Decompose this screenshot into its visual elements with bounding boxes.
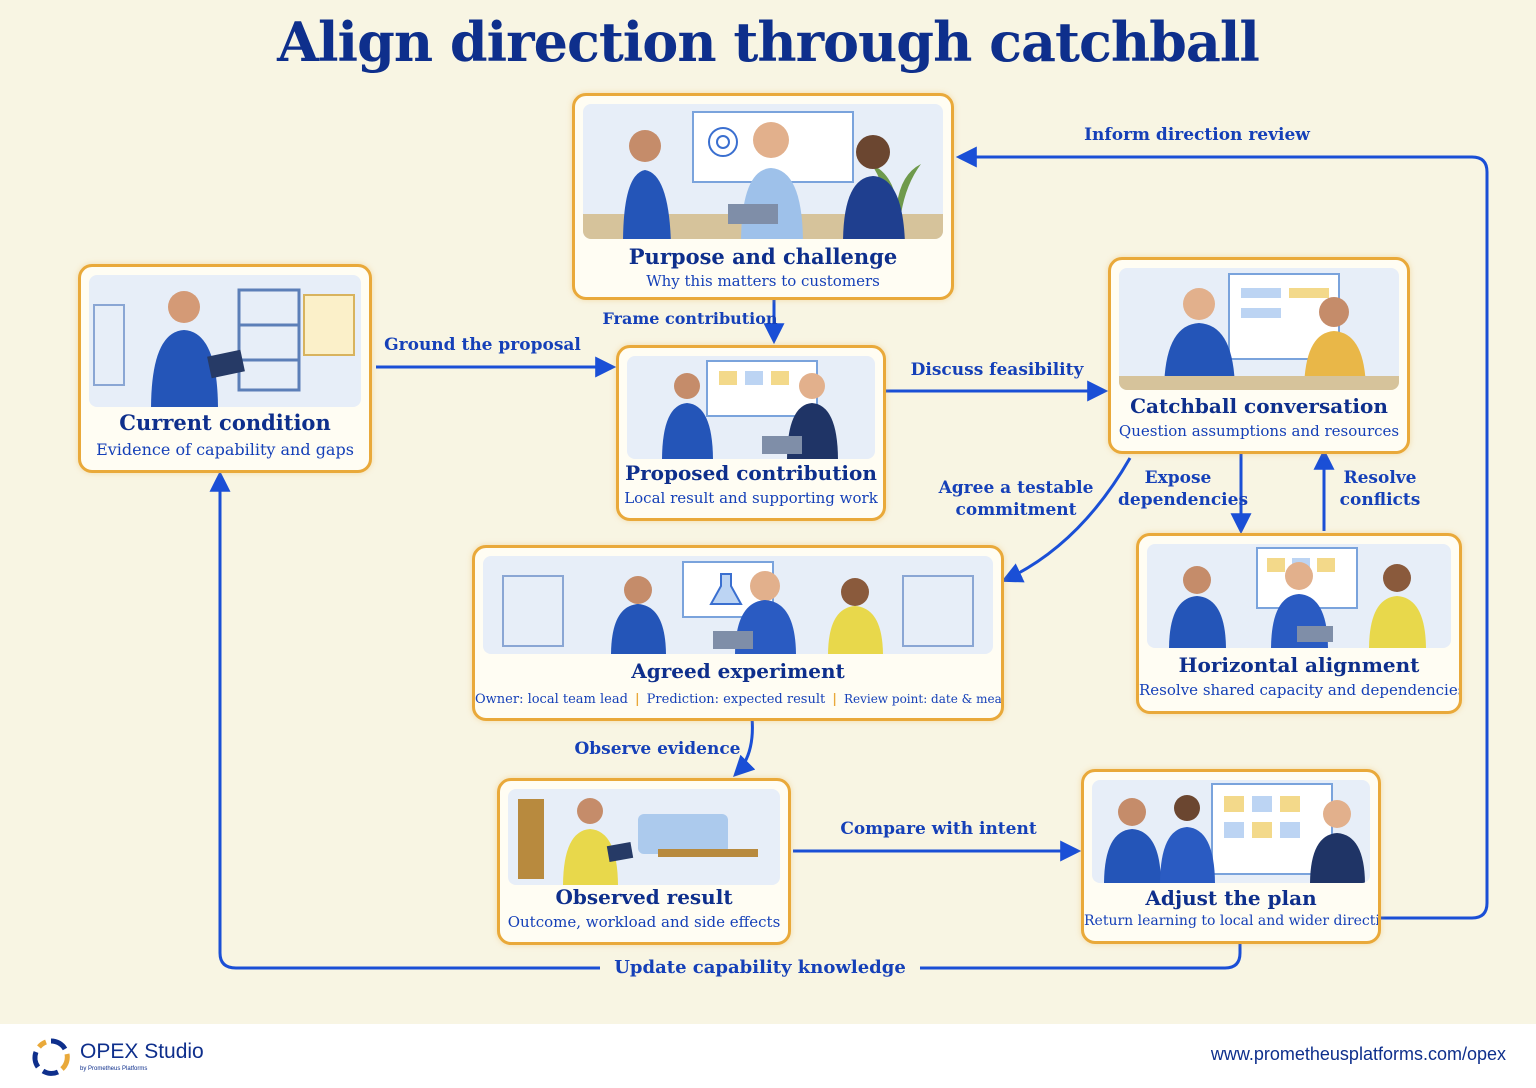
scene-illustration xyxy=(1119,268,1399,390)
edge-label-expose-1: Expose xyxy=(1144,468,1212,488)
brand-name: OPEX Studio xyxy=(80,1040,204,1063)
page-title: Align direction through catchball xyxy=(277,10,1260,74)
card-observed-result: Observed result Outcome, workload and si… xyxy=(497,778,791,945)
card-title: Proposed contribution xyxy=(625,461,877,485)
experiment-owner: Owner: local team lead xyxy=(475,692,628,707)
edge-label-ground: Ground the proposal xyxy=(384,335,581,355)
edge-label-expose-2: dependencies xyxy=(1118,490,1249,510)
card-current-condition: Current condition Evidence of capability… xyxy=(78,264,372,473)
footer-url[interactable]: www.prometheusplatforms.com/opex xyxy=(1210,1044,1506,1064)
edge-label-frame: Frame contribution xyxy=(602,309,778,328)
footer: OPEX Studio by Prometheus Platforms www.… xyxy=(0,1024,1536,1088)
scene-illustration xyxy=(583,104,943,239)
arrow-agree-commitment xyxy=(1001,457,1132,583)
card-title: Purpose and challenge xyxy=(628,244,898,269)
card-subtitle: Resolve shared capacity and dependencies xyxy=(1139,681,1462,699)
card-title: Adjust the plan xyxy=(1145,886,1317,910)
arrow-observe-evidence xyxy=(733,717,756,777)
card-title: Observed result xyxy=(555,885,733,909)
diagram-canvas: Align direction through catchball Inform… xyxy=(78,10,1489,979)
edge-label-update: Update capability knowledge xyxy=(600,957,920,979)
edge-label-compare: Compare with intent xyxy=(840,819,1037,839)
edge-label-resolve-2: conflicts xyxy=(1339,490,1421,510)
opex-studio-logo-icon xyxy=(32,1038,70,1076)
edge-label-inform: Inform direction review xyxy=(1084,125,1310,145)
card-subtitle: Return learning to local and wider direc… xyxy=(1084,913,1381,929)
scene-illustration xyxy=(1147,544,1451,648)
card-subtitle: Outcome, workload and side effects xyxy=(507,913,781,931)
card-title: Agreed experiment xyxy=(631,659,845,683)
brand-subtitle: by Prometheus Platforms xyxy=(80,1066,148,1072)
experiment-review-point: Review point: date & measure xyxy=(843,692,1002,706)
scene-illustration xyxy=(508,789,780,885)
card-subtitle: Local result and supporting work xyxy=(624,489,878,507)
card-horizontal-alignment: Horizontal alignment Resolve shared capa… xyxy=(1136,533,1462,714)
card-purpose-and-challenge: Purpose and challenge Why this matters t… xyxy=(572,93,954,300)
scene-illustration xyxy=(483,556,993,654)
experiment-details: Owner: local team lead|Prediction: expec… xyxy=(475,692,1001,707)
edge-label-discuss: Discuss feasibility xyxy=(910,360,1084,380)
scene-illustration xyxy=(627,356,875,459)
card-agreed-experiment: Agreed experiment Owner: local team lead… xyxy=(472,545,1004,721)
card-subtitle: Why this matters to customers xyxy=(646,272,880,290)
scene-illustration xyxy=(89,275,361,407)
experiment-prediction: Prediction: expected result xyxy=(646,692,826,707)
edge-label-agree-2: commitment xyxy=(955,500,1077,520)
edge-label-resolve-1: Resolve xyxy=(1343,468,1417,488)
card-title: Catchball conversation xyxy=(1130,394,1388,418)
scene-illustration xyxy=(1092,780,1370,883)
edge-label-agree-1: Agree a testable xyxy=(938,478,1094,498)
card-catchball-conversation: Catchball conversation Question assumpti… xyxy=(1108,257,1410,454)
card-subtitle: Evidence of capability and gaps xyxy=(96,440,354,459)
arrow-inform-direction-review xyxy=(955,146,1489,920)
card-subtitle: Question assumptions and resources xyxy=(1118,422,1400,440)
card-title: Current condition xyxy=(119,410,331,435)
card-proposed-contribution: Proposed contribution Local result and s… xyxy=(616,345,886,521)
edge-label-observe: Observe evidence xyxy=(574,739,741,759)
card-adjust-the-plan: Adjust the plan Return learning to local… xyxy=(1081,769,1381,944)
card-title: Horizontal alignment xyxy=(1178,653,1420,677)
